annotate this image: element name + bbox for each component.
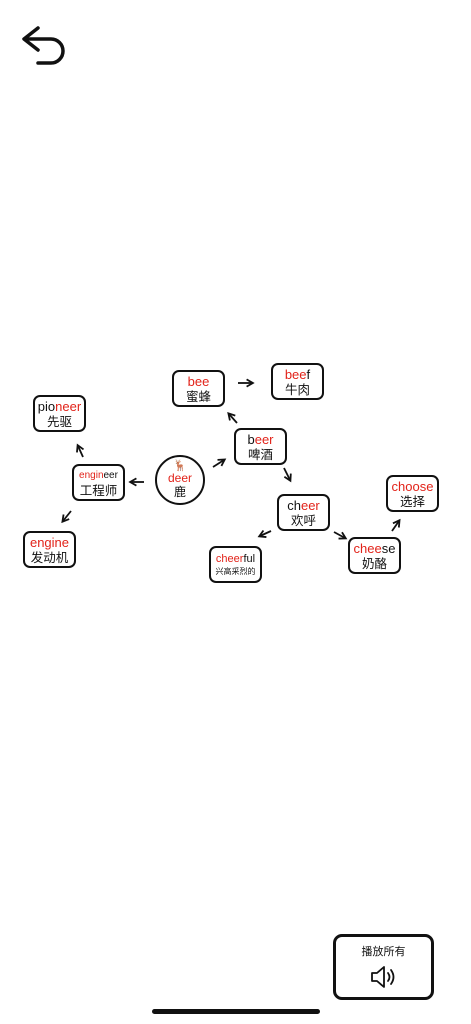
word-card-cheerful[interactable]: cheerful 兴高采烈的 — [209, 546, 262, 583]
word-card-bee[interactable]: bee 蜜蜂 — [172, 370, 225, 407]
arrow-beer-to-cheer — [283, 467, 292, 483]
arrow-deer-to-beer — [212, 458, 227, 468]
word-text: bee — [187, 373, 210, 389]
word-card-pioneer[interactable]: pioneer 先驱 — [33, 395, 86, 432]
center-translation: 鹿 — [173, 485, 186, 499]
arrow-beer-to-bee — [227, 411, 238, 424]
word-translation: 奶酪 — [361, 555, 387, 571]
word-card-cheese[interactable]: cheese 奶酪 — [348, 537, 401, 574]
arrow-cheer-to-cheese — [333, 531, 348, 540]
arrow-engineer-to-engine — [61, 510, 72, 524]
word-text: beer — [247, 431, 274, 447]
word-translation: 选择 — [399, 493, 425, 509]
word-text: engineer — [79, 469, 118, 481]
arrow-engineer-to-pioneer — [76, 443, 85, 458]
word-card-beef[interactable]: beef 牛肉 — [271, 363, 324, 400]
arrow-cheer-to-cheerful — [257, 529, 272, 538]
speaker-icon — [370, 966, 394, 988]
word-text: cheer — [287, 497, 320, 513]
word-text: choose — [391, 478, 434, 494]
word-text: beef — [284, 366, 311, 382]
word-translation: 兴高采烈的 — [215, 567, 256, 576]
play-all-button[interactable]: 播放所有 — [333, 934, 434, 1000]
center-word-deer[interactable]: 🦌 deer 鹿 — [155, 455, 205, 505]
word-card-engineer[interactable]: engineer 工程师 — [72, 464, 125, 501]
word-text: cheerful — [215, 553, 256, 565]
word-translation: 欢呼 — [290, 512, 316, 528]
word-text: pioneer — [37, 398, 82, 414]
word-translation: 发动机 — [30, 549, 69, 565]
word-translation: 蜜蜂 — [185, 388, 211, 404]
back-button[interactable] — [18, 22, 68, 66]
word-card-beer[interactable]: beer 啤酒 — [234, 428, 287, 465]
deer-icon: 🦌 — [173, 460, 187, 472]
word-card-choose[interactable]: choose 选择 — [386, 475, 439, 512]
home-indicator[interactable] — [152, 1009, 320, 1014]
arrow-cheese-to-choose — [391, 518, 401, 532]
word-translation: 啤酒 — [247, 446, 273, 462]
word-translation: 工程师 — [79, 482, 118, 498]
word-translation: 牛肉 — [284, 381, 310, 397]
back-arrow-icon — [22, 26, 65, 65]
word-card-cheer[interactable]: cheer 欢呼 — [277, 494, 330, 531]
word-text: engine — [29, 534, 70, 550]
word-translation: 先驱 — [46, 413, 72, 429]
center-word: deer — [167, 471, 193, 485]
word-text: cheese — [353, 540, 396, 556]
play-all-label: 播放所有 — [361, 945, 406, 958]
word-card-engine[interactable]: engine 发动机 — [23, 531, 76, 568]
